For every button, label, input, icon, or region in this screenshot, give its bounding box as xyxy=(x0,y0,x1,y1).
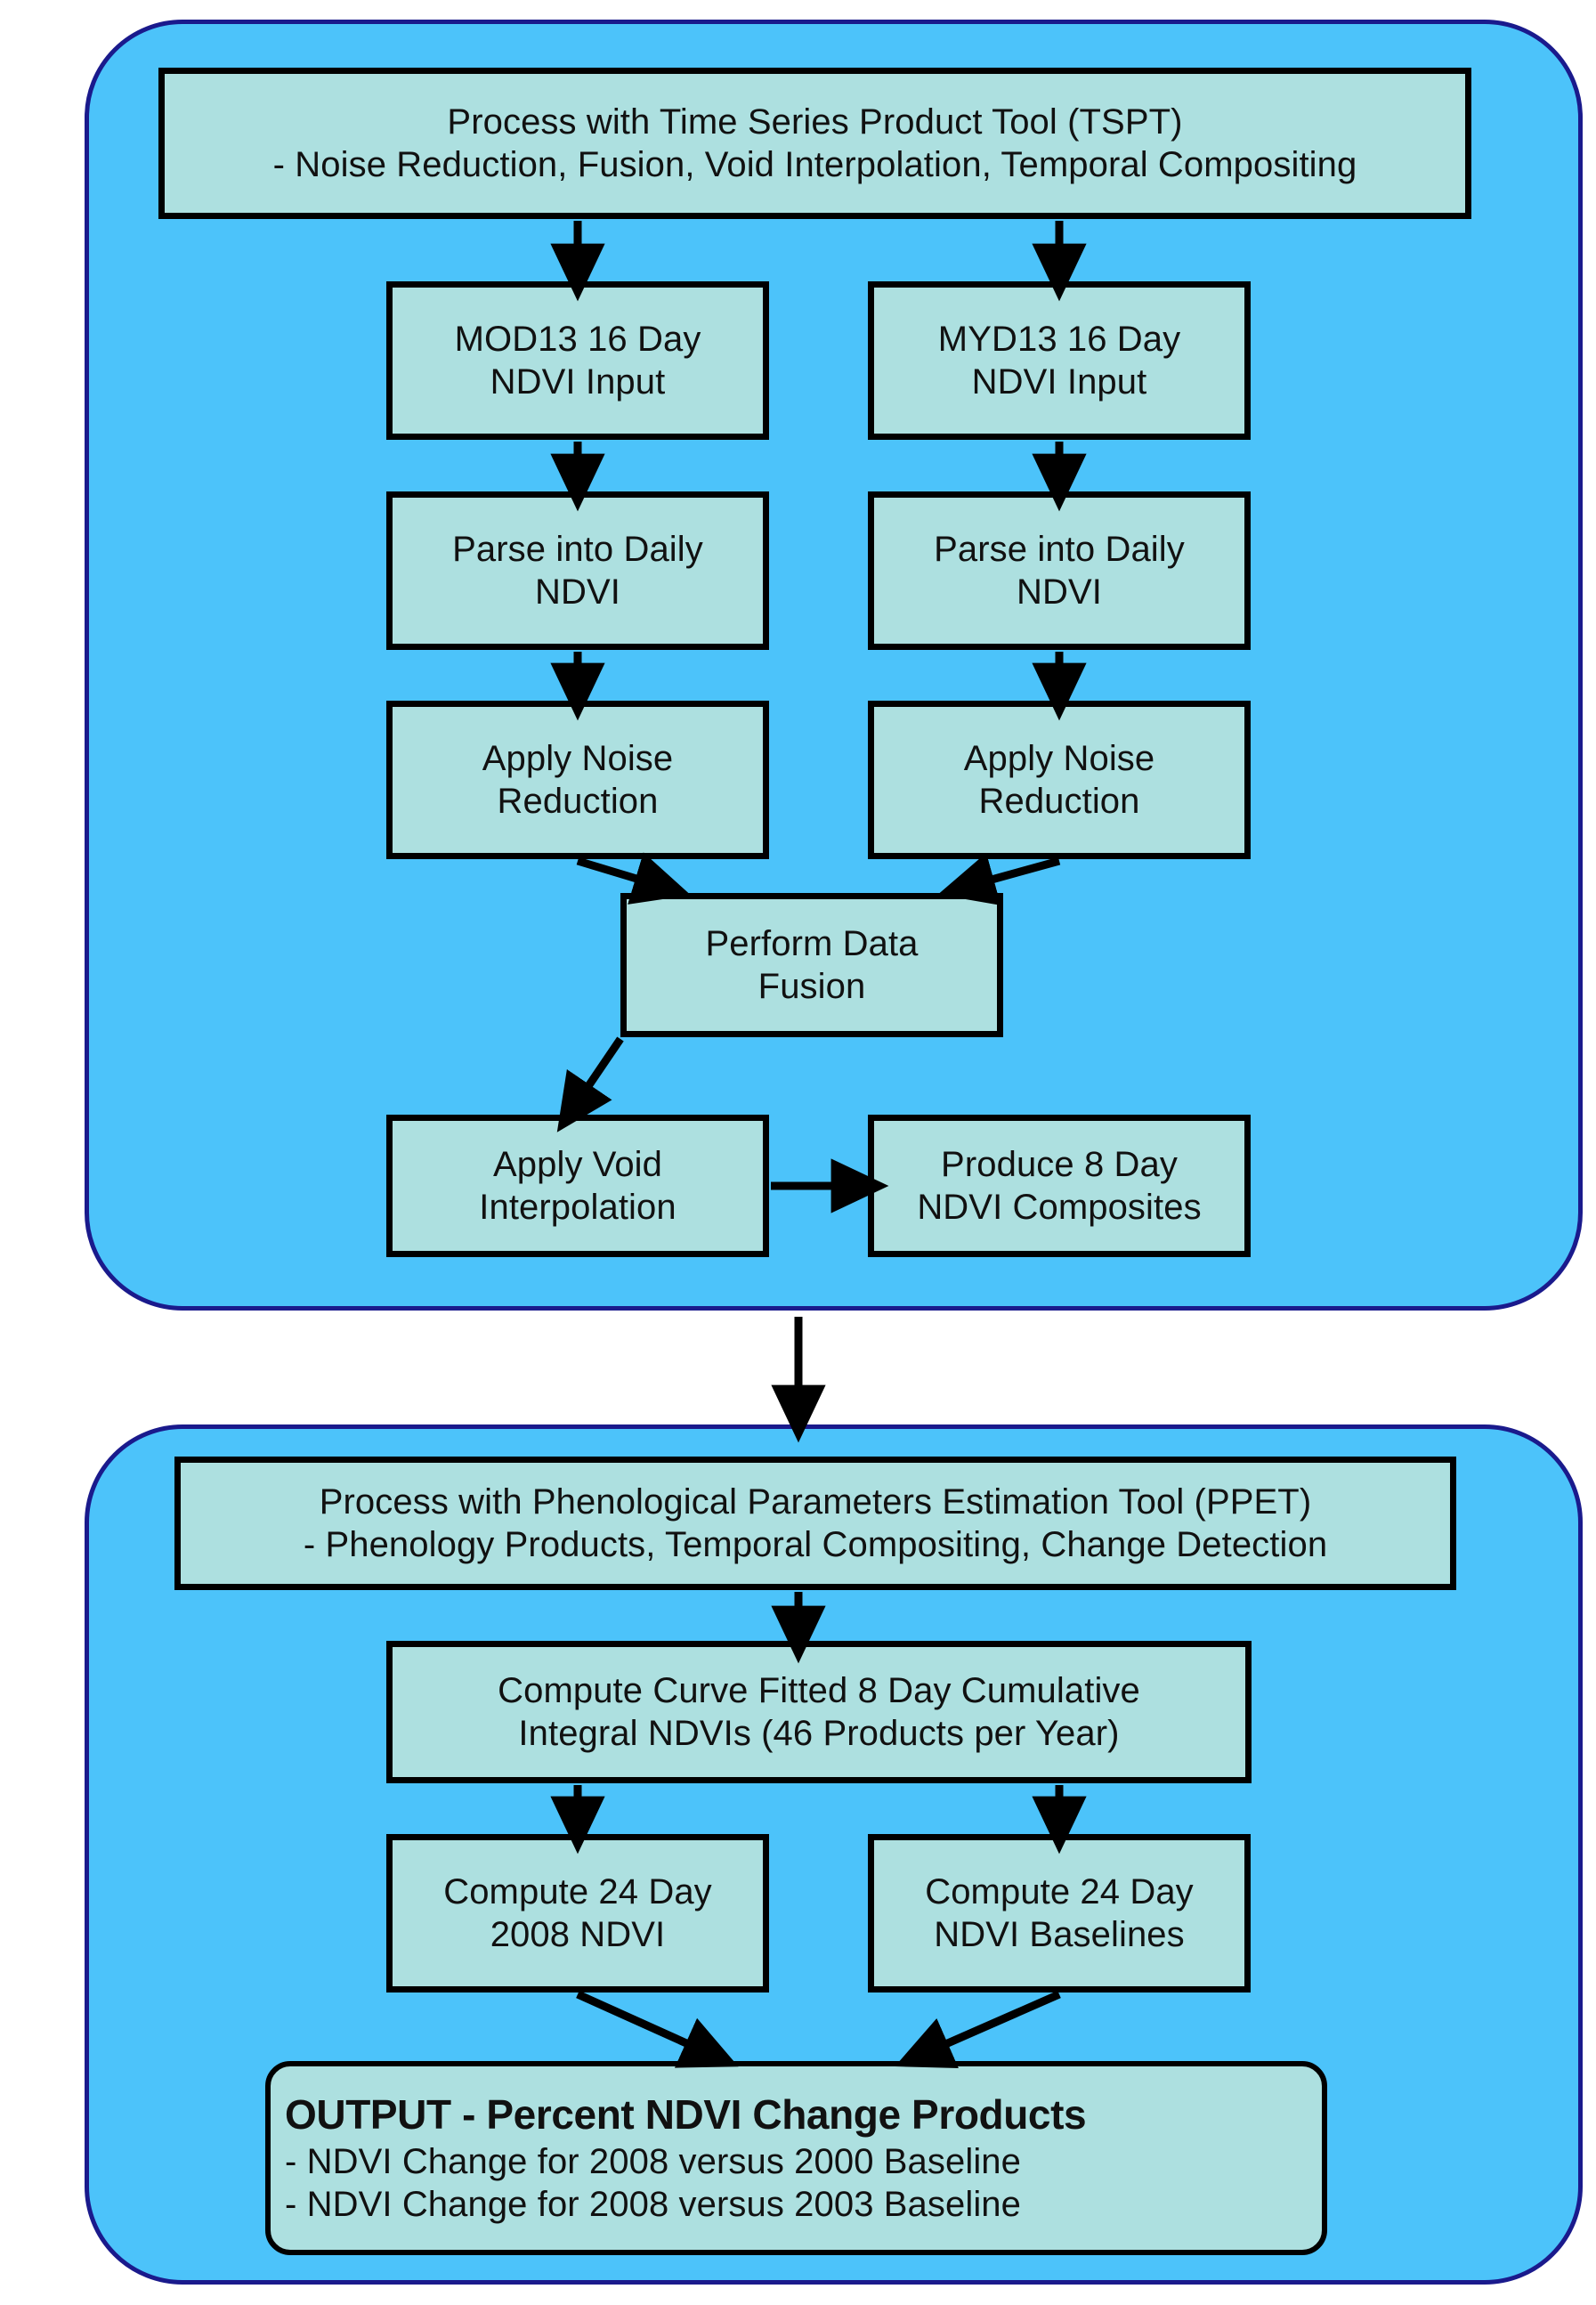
mod13-line2: NDVI Input xyxy=(490,362,666,402)
composites-line1: Produce 8 Day xyxy=(941,1145,1178,1184)
node-noise-reduction-left: Apply Noise Reduction xyxy=(386,701,769,859)
noise-left-line1: Apply Noise xyxy=(482,739,674,778)
myd13-line1: MYD13 16 Day xyxy=(937,320,1181,359)
mod13-line1: MOD13 16 Day xyxy=(454,320,701,359)
baselines-line2: NDVI Baselines xyxy=(934,1915,1185,1954)
output-line1: - NDVI Change for 2008 versus 2000 Basel… xyxy=(285,2141,1021,2181)
node-parse-daily-left: Parse into Daily NDVI xyxy=(386,491,769,650)
node-mod13-input: MOD13 16 Day NDVI Input xyxy=(386,281,769,440)
noise-right-line1: Apply Noise xyxy=(963,739,1155,778)
node-compute-24day-2008-ndvi: Compute 24 Day 2008 NDVI xyxy=(386,1834,769,1993)
myd13-line2: NDVI Input xyxy=(971,362,1147,402)
void-line2: Interpolation xyxy=(479,1188,676,1227)
node-produce-8day-composites: Produce 8 Day NDVI Composites xyxy=(868,1115,1251,1257)
node-parse-daily-right: Parse into Daily NDVI xyxy=(868,491,1251,650)
node-tspt-header: Process with Time Series Product Tool (T… xyxy=(158,68,1471,219)
tspt-header-line1: Process with Time Series Product Tool (T… xyxy=(447,102,1183,142)
ppet-header-line1: Process with Phenological Parameters Est… xyxy=(319,1482,1312,1522)
tspt-header-line2: - Noise Reduction, Fusion, Void Interpol… xyxy=(272,145,1357,184)
curve-fit-line1: Compute Curve Fitted 8 Day Cumulative xyxy=(498,1671,1140,1710)
panel-tspt xyxy=(85,20,1583,1311)
ndvi2008-line2: 2008 NDVI xyxy=(490,1915,666,1954)
node-apply-void-interpolation: Apply Void Interpolation xyxy=(386,1115,769,1257)
noise-right-line2: Reduction xyxy=(978,782,1140,821)
void-line1: Apply Void xyxy=(492,1145,663,1184)
output-title: OUTPUT - Percent NDVI Change Products xyxy=(285,2091,1087,2139)
ppet-header-line2: - Phenology Products, Temporal Compositi… xyxy=(303,1525,1328,1564)
composites-line2: NDVI Composites xyxy=(917,1188,1202,1227)
node-compute-24day-ndvi-baselines: Compute 24 Day NDVI Baselines xyxy=(868,1834,1251,1993)
fusion-line1: Perform Data xyxy=(705,924,919,963)
noise-left-line2: Reduction xyxy=(497,782,659,821)
parse-right-line1: Parse into Daily xyxy=(934,530,1185,569)
node-perform-data-fusion: Perform Data Fusion xyxy=(620,893,1003,1037)
node-myd13-input: MYD13 16 Day NDVI Input xyxy=(868,281,1251,440)
node-compute-curve-fitted: Compute Curve Fitted 8 Day Cumulative In… xyxy=(386,1641,1252,1783)
node-output-products: OUTPUT - Percent NDVI Change Products - … xyxy=(265,2061,1327,2255)
curve-fit-line2: Integral NDVIs (46 Products per Year) xyxy=(518,1714,1120,1753)
fusion-line2: Fusion xyxy=(757,967,866,1006)
node-ppet-header: Process with Phenological Parameters Est… xyxy=(174,1457,1456,1590)
ndvi2008-line1: Compute 24 Day xyxy=(443,1872,712,1911)
baselines-line1: Compute 24 Day xyxy=(925,1872,1194,1911)
output-line2: - NDVI Change for 2008 versus 2003 Basel… xyxy=(285,2184,1021,2224)
parse-left-line2: NDVI xyxy=(535,572,620,612)
parse-left-line1: Parse into Daily xyxy=(452,530,703,569)
parse-right-line2: NDVI xyxy=(1017,572,1102,612)
node-noise-reduction-right: Apply Noise Reduction xyxy=(868,701,1251,859)
